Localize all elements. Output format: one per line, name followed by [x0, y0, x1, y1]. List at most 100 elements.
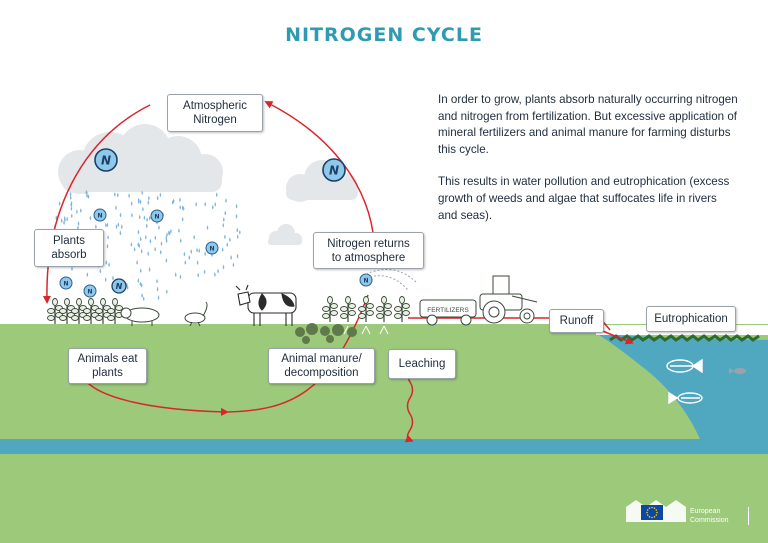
nitrogen-icon: N [111, 278, 127, 294]
rain-drop [170, 228, 172, 234]
rain-drop [142, 296, 145, 301]
label-animal-manure: Animal manure/decomposition [268, 348, 375, 384]
rain-drop [70, 213, 73, 219]
rain-drop [137, 242, 140, 247]
rain-drop [215, 192, 218, 197]
svg-text:N: N [101, 154, 111, 168]
rain-drop [235, 213, 238, 219]
groundwater-layer [0, 439, 768, 454]
rain-drop [188, 255, 191, 260]
description: In order to grow, plants absorb naturall… [438, 92, 738, 240]
cow-icon [235, 284, 297, 326]
rain-drop [178, 228, 180, 233]
eu-star [648, 507, 651, 509]
cloud-left-icon [58, 124, 223, 194]
algae-bloom [609, 334, 760, 342]
rain-drop [156, 286, 159, 292]
rain-drop [143, 215, 146, 221]
rain-drop [232, 262, 235, 268]
rain-drop [168, 230, 170, 235]
irrigation-spray-icon [365, 269, 417, 291]
rain-drop [221, 247, 224, 252]
rain-drop [145, 223, 148, 229]
page-title: NITROGEN CYCLE [285, 24, 483, 46]
rain-drop [136, 260, 138, 265]
rain-drop [165, 238, 168, 243]
rain-drop [89, 215, 92, 221]
rain-drop [95, 224, 97, 229]
tractor-icon [479, 275, 538, 324]
rain-drop [157, 295, 160, 300]
rain-drop [179, 204, 181, 210]
rain-drop [156, 278, 158, 284]
rain-drop [63, 216, 66, 221]
rain-drop [179, 274, 182, 280]
rain-drop [140, 282, 143, 288]
rain-drop [142, 206, 144, 212]
rain-drop [105, 222, 107, 228]
crop-plants-left-icon [46, 297, 124, 325]
rain-drop [165, 258, 168, 263]
rain-drop [139, 236, 142, 242]
rain-drop [236, 234, 239, 240]
rain-drop [196, 260, 199, 265]
rain-drop [141, 293, 143, 298]
rain-drop [166, 232, 168, 237]
eu-star [651, 516, 653, 519]
rain-drop [147, 251, 149, 256]
rain-drop [159, 192, 162, 198]
rain-drop [139, 199, 142, 205]
rain-drop [80, 208, 82, 213]
rain-drop [137, 229, 140, 235]
rain-drop [154, 246, 156, 252]
label-eutrophication: Eutrophication [646, 306, 736, 332]
dead-fish-icon [666, 358, 703, 374]
rain-drop [77, 221, 80, 226]
rain-drop [121, 224, 123, 229]
rain-drop [229, 237, 231, 242]
rain-drop [203, 269, 206, 275]
rain-drop [222, 222, 225, 228]
rain-drop [106, 222, 109, 228]
rain-drop [158, 225, 160, 230]
rain-drop [154, 235, 157, 241]
rain-drop [112, 275, 114, 281]
sea-water [596, 333, 768, 439]
rain-drop [159, 249, 162, 255]
rain-drop [236, 253, 239, 259]
description-paragraph-2: This results in water pollution and eutr… [438, 175, 730, 222]
rain-drop [66, 216, 68, 222]
roots-icon [343, 325, 389, 335]
rain-drop [181, 217, 184, 222]
rain-drop [138, 214, 141, 220]
rain-drop [86, 272, 89, 277]
cloud-small-icon [268, 224, 302, 245]
rain-drop [179, 197, 181, 203]
crop-plants-right-icon [321, 295, 411, 323]
rain-drop [99, 268, 102, 274]
rain-drop [217, 268, 219, 274]
rain-drop [106, 243, 109, 249]
rain-drop [130, 242, 133, 247]
nitrogen-icon: N [94, 148, 118, 172]
rain-drop [184, 260, 187, 265]
ground-deep [0, 454, 768, 543]
rain-drop [148, 215, 151, 221]
eu-star [648, 516, 651, 518]
rain-drop [204, 201, 207, 207]
european-commission-text: European Commission [690, 507, 749, 525]
rain-drop [195, 201, 197, 207]
rain-drop [69, 191, 72, 197]
rain-drop [85, 190, 88, 195]
rain-drop [230, 255, 232, 260]
rain-drop [130, 201, 133, 206]
rain-drop [197, 272, 200, 278]
eu-flag-stars-icon [646, 506, 658, 519]
eu-star [651, 506, 653, 509]
eu-star [653, 507, 656, 509]
rain-drop [226, 242, 229, 248]
